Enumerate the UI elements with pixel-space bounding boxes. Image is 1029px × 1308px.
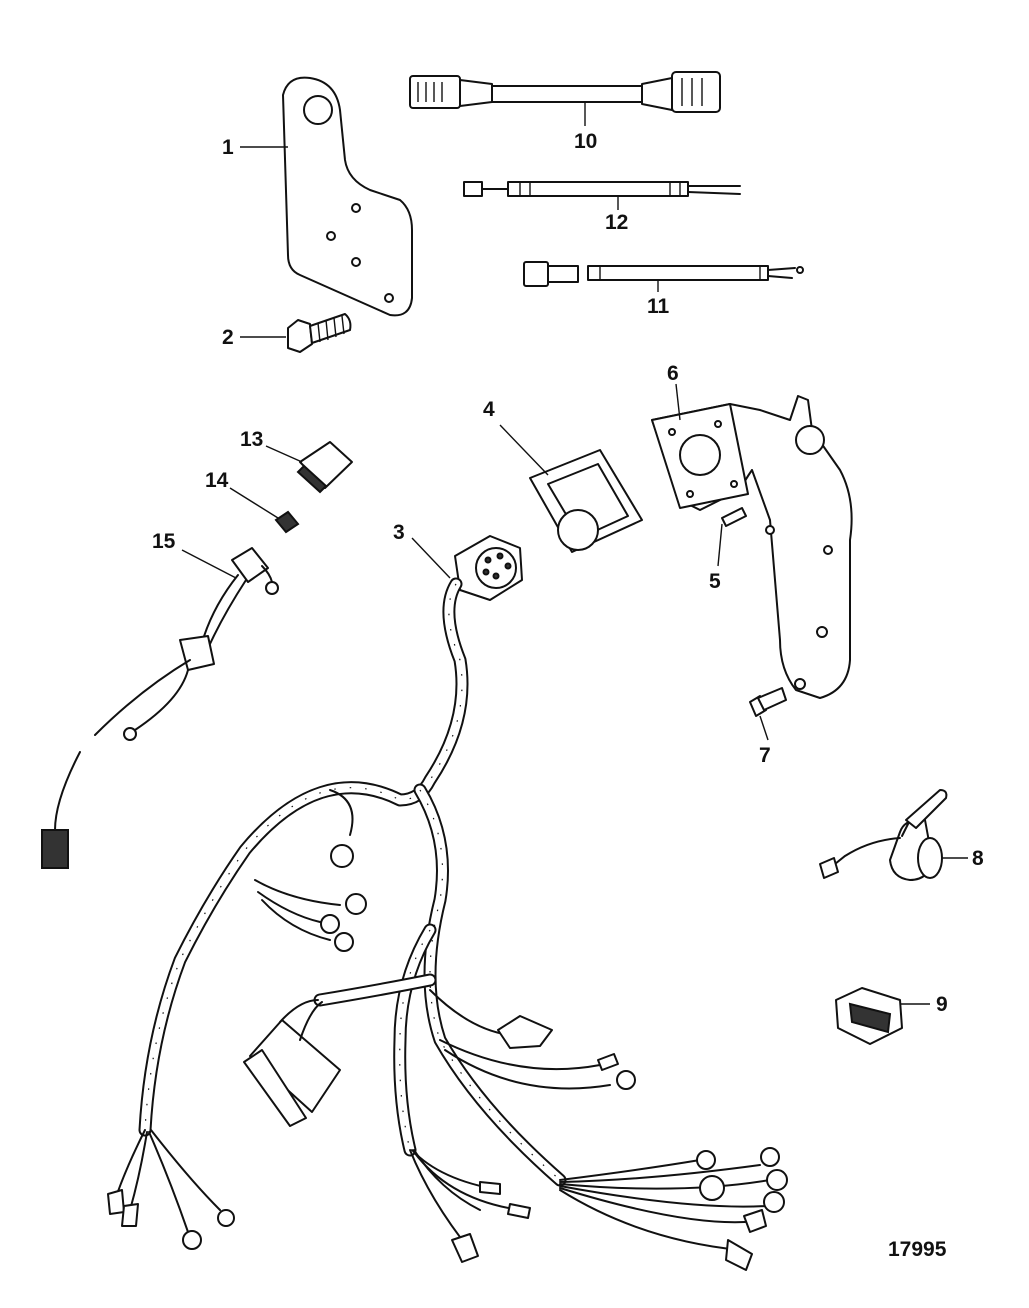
callout-10: 10 [574,130,597,153]
fuse-part [274,510,300,534]
callout-8: 8 [972,847,984,870]
callout-7: 7 [759,744,771,767]
callout-6: 6 [667,362,679,385]
callout-14: 14 [205,469,229,492]
callout-13: 13 [240,428,263,451]
connector-part [835,987,903,1045]
screw-part [287,313,352,353]
figure-number: 17995 [888,1238,947,1261]
buzzer-part [819,789,948,881]
callout-2: 2 [222,326,234,349]
bolt-part [749,687,787,717]
callout-15: 15 [152,530,176,553]
callout-1: 1 [222,136,234,159]
callout-4: 4 [483,398,495,421]
aux-harness-part [41,547,279,869]
fuse-holder-part [296,441,353,494]
mount-plate-part [651,395,853,699]
lead-11-part [523,261,804,287]
callout-9: 9 [936,993,948,1016]
plate-screw-part [721,507,747,527]
callout-11: 11 [647,295,670,318]
bracket-part [282,76,413,317]
jumper-harness-part [409,71,721,113]
callout-12: 12 [605,211,628,234]
callout-5: 5 [709,570,721,593]
lead-12-part [463,181,741,197]
main-harness-part [107,535,788,1271]
callout-3: 3 [393,521,405,544]
grommet-part [529,449,643,553]
